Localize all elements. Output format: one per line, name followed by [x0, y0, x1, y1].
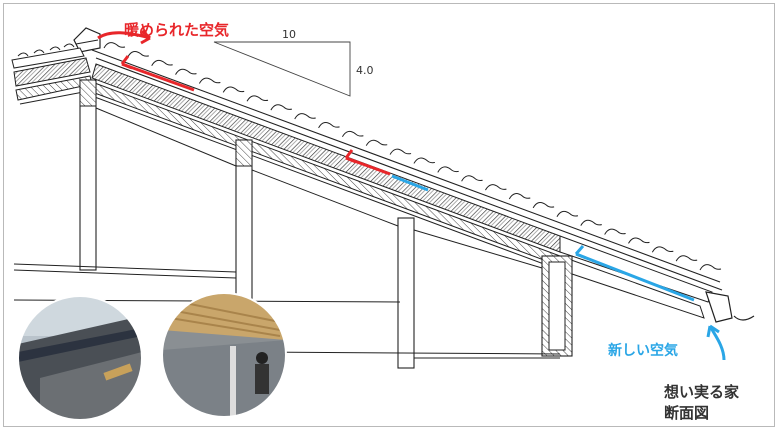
roof-tile — [699, 264, 722, 271]
structure-posts — [13, 79, 573, 369]
roof-tile — [675, 255, 698, 262]
roof-eave-photo — [17, 295, 143, 421]
roof-tile — [103, 42, 126, 49]
caption-subtitle: 断面図 — [664, 404, 709, 422]
warm-air-label: 暖められた空気 — [124, 21, 229, 39]
roof-tile — [175, 68, 197, 75]
roof-tile — [341, 130, 364, 138]
roof-tile — [222, 86, 245, 93]
roof-tile — [508, 193, 531, 200]
pitch-rise-label: 4.0 — [356, 64, 374, 77]
roof-tile — [198, 77, 221, 84]
fresh-air-label: 新しい空気 — [608, 342, 678, 359]
roof-tile — [461, 175, 483, 182]
roof-tile — [127, 50, 149, 58]
roof-tile — [485, 184, 507, 191]
roof-tile — [604, 228, 626, 235]
ridge-underside-photo — [161, 292, 287, 418]
roof-tile — [556, 210, 579, 217]
roof-tile — [246, 95, 269, 102]
roof-tile — [628, 237, 650, 244]
roof-tile — [151, 59, 173, 67]
roof-tile — [294, 113, 316, 120]
main-roof-slope — [91, 49, 755, 323]
roof-tiles — [103, 42, 722, 271]
fresh-air-arrows — [391, 174, 726, 361]
roof-tile — [437, 166, 459, 173]
roof-tile — [270, 104, 292, 111]
pitch-run-label: 10 — [282, 28, 296, 41]
roof-tile — [651, 246, 674, 253]
roof-tile — [389, 148, 412, 155]
roof-tile — [318, 122, 340, 129]
left-roof-slope — [11, 43, 95, 105]
diagram-frame — [3, 3, 775, 427]
roof-tile — [532, 201, 555, 209]
roof-tile — [365, 139, 388, 146]
warm-air-arrows — [97, 29, 391, 176]
roof-tile — [413, 157, 436, 164]
pitch-triangle — [213, 41, 351, 97]
roof-tile — [580, 219, 602, 226]
caption-title: 想い実る家 — [663, 383, 739, 401]
